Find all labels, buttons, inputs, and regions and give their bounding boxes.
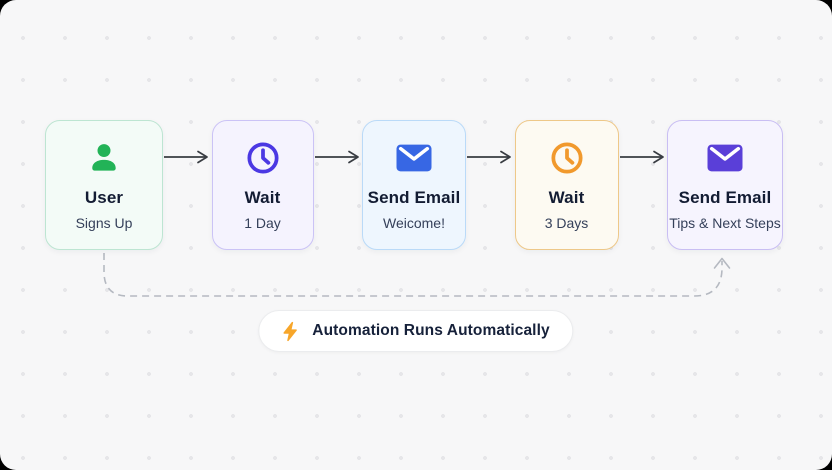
lightning-bolt-icon <box>280 321 299 342</box>
clock-icon <box>245 139 281 177</box>
node-subtitle: Weicome! <box>383 214 445 231</box>
flow-node-send-email-tips[interactable]: Send Email Tips & Next Steps <box>667 120 783 250</box>
node-title: Wait <box>244 188 281 207</box>
automation-banner-label: Automation Runs Automatically <box>312 322 550 339</box>
user-icon <box>85 139 123 177</box>
node-title: Send Email <box>367 188 461 207</box>
mail-icon <box>394 139 434 177</box>
node-subtitle: 1 Day <box>244 214 281 231</box>
flow-node-user-signup[interactable]: User Signs Up <box>45 120 163 250</box>
loop-arrowhead-icon <box>713 257 731 269</box>
clock-icon <box>549 139 585 177</box>
flow-arrow-icon <box>163 120 212 250</box>
flow-arrow-icon <box>466 120 515 250</box>
node-subtitle: Signs Up <box>75 214 133 231</box>
flow-row: User Signs Up Wait 1 Day <box>45 120 783 250</box>
flow-node-send-email-welcome[interactable]: Send Email Weicome! <box>362 120 466 250</box>
node-title: Wait <box>548 188 585 207</box>
node-title: User <box>84 188 124 207</box>
flow-arrow-icon <box>619 120 668 250</box>
mail-icon <box>705 139 745 177</box>
node-title: Send Email <box>678 188 772 207</box>
flow-node-wait-1-day[interactable]: Wait 1 Day <box>211 120 314 250</box>
node-subtitle: Tips & Next Steps <box>669 214 781 231</box>
flow-arrow-icon <box>314 120 363 250</box>
flow-node-wait-3-days[interactable]: Wait 3 Days <box>514 120 619 250</box>
node-subtitle: 3 Days <box>544 214 589 231</box>
automation-banner: Automation Runs Automatically <box>258 310 574 352</box>
